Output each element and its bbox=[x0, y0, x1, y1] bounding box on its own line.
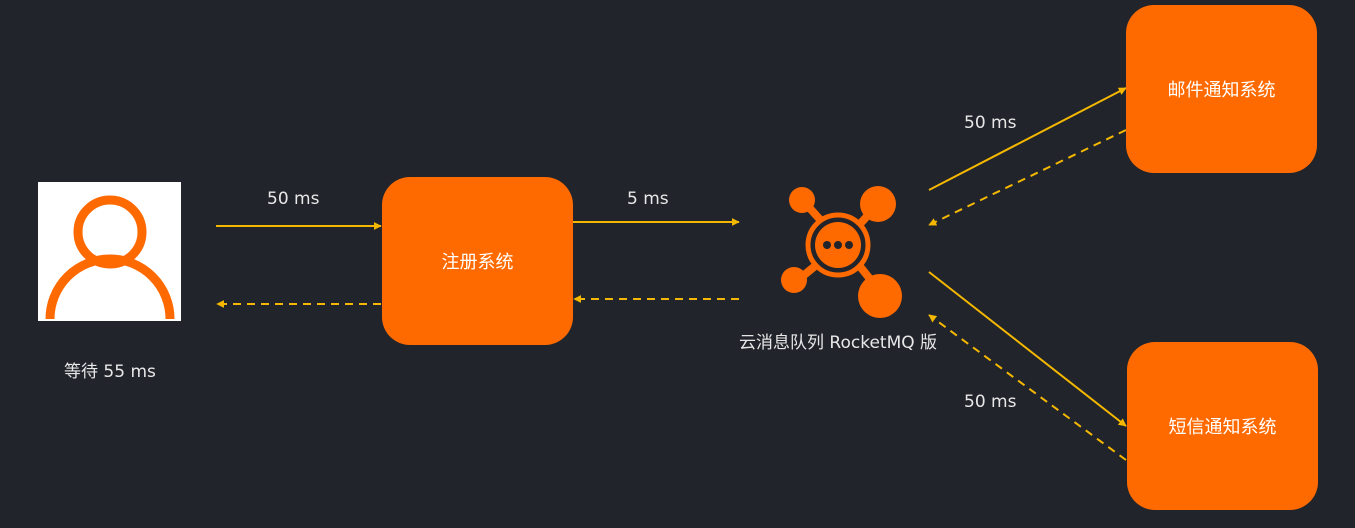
email-notification-node: 邮件通知系统 bbox=[1126, 5, 1317, 173]
sms-notification-label: 短信通知系统 bbox=[1168, 417, 1277, 438]
register-system-node: 注册系统 bbox=[382, 177, 573, 345]
email-notification-label: 邮件通知系统 bbox=[1167, 80, 1276, 101]
arrow-mq-to-sms bbox=[928, 271, 1127, 427]
arrow-email-to-mq bbox=[928, 129, 1127, 226]
edge-label-mq-email: 50 ms bbox=[964, 113, 1017, 133]
edge-label-register-mq: 5 ms bbox=[627, 189, 669, 209]
sms-notification-node: 短信通知系统 bbox=[1127, 342, 1318, 510]
register-system-label: 注册系统 bbox=[441, 252, 514, 273]
message-queue-icon bbox=[781, 186, 902, 318]
user-icon bbox=[45, 195, 175, 320]
arrow-sms-to-mq bbox=[928, 314, 1127, 461]
user-caption: 等待 55 ms bbox=[64, 362, 156, 382]
edge-label-user-register: 50 ms bbox=[267, 189, 320, 209]
mq-caption: 云消息队列 RocketMQ 版 bbox=[739, 333, 938, 353]
arrow-mq-to-email bbox=[928, 87, 1127, 191]
edge-label-mq-sms: 50 ms bbox=[964, 392, 1017, 412]
user-node bbox=[38, 182, 181, 321]
